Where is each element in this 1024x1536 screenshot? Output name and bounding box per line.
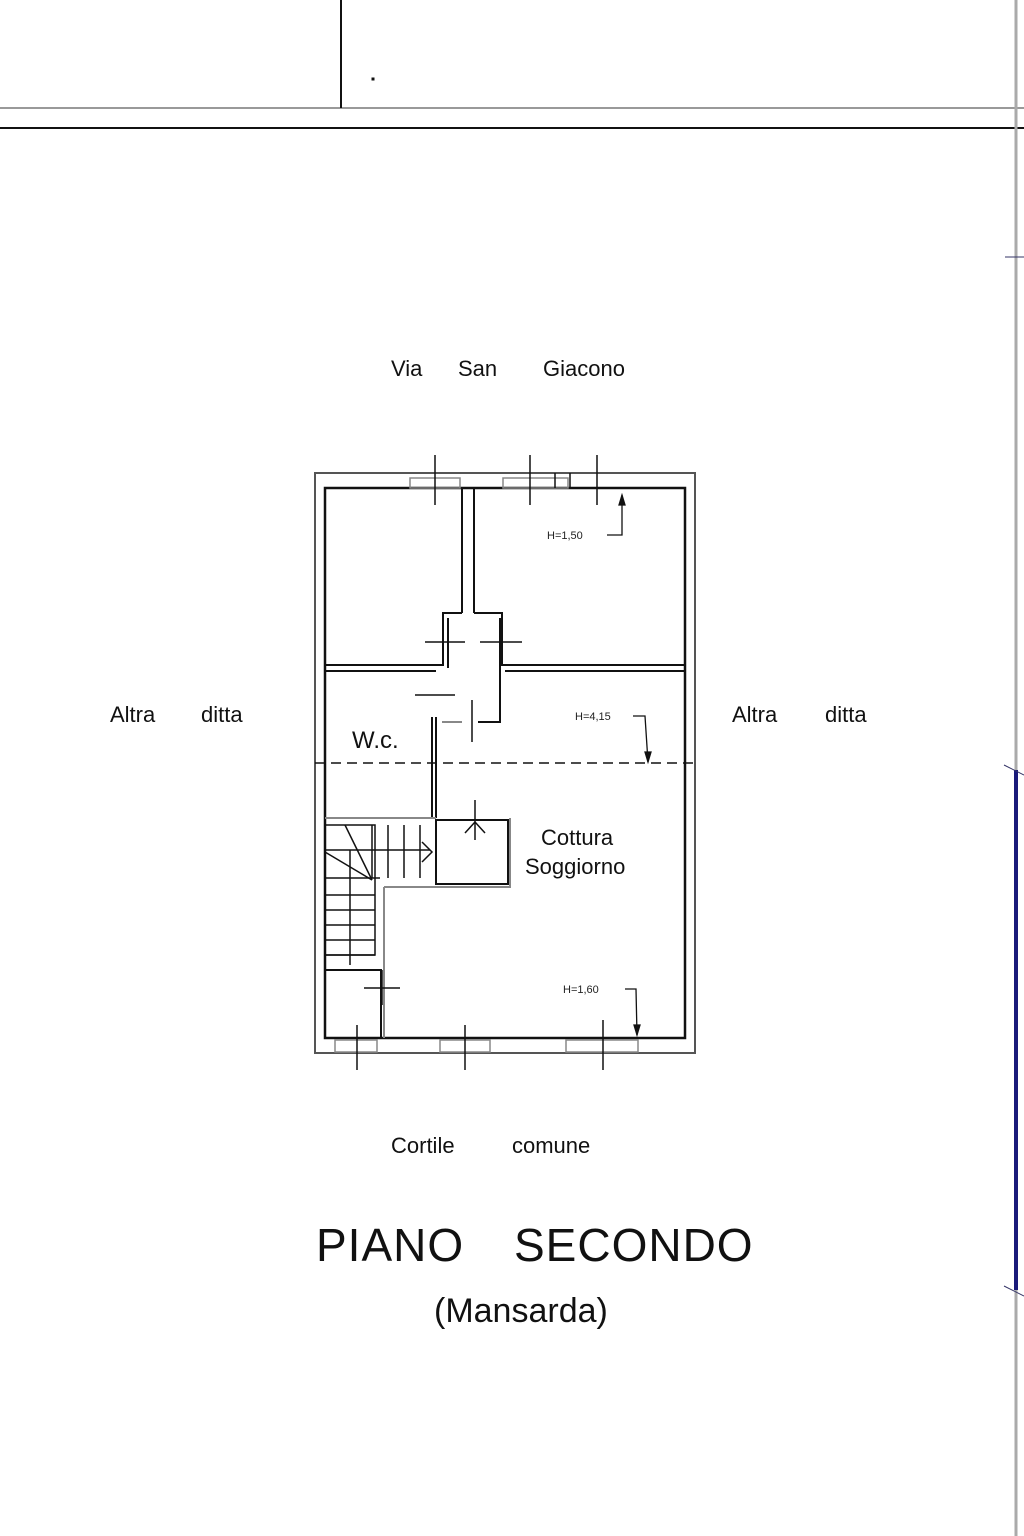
staircase [324, 824, 434, 965]
left-neighbor-label: Altra [110, 702, 156, 727]
room-label-kitchen: Cottura [541, 825, 614, 850]
street-label-word: Via [391, 356, 423, 381]
height-label-top: H=1,50 [547, 530, 583, 542]
room-label-living: Soggiorno [525, 854, 626, 879]
height-label-middle: H=4,15 [575, 711, 611, 723]
right-neighbor-label: Altra [732, 702, 778, 727]
floor-title: SECONDO [514, 1219, 754, 1271]
left-neighbor-label: ditta [201, 702, 243, 727]
courtyard-label: comune [512, 1133, 591, 1158]
room-label-wc: W.c. [352, 727, 399, 754]
height-leaders [607, 492, 652, 1038]
openings [334, 455, 639, 1070]
title-block [0, 0, 1024, 129]
street-label-word: San [458, 356, 498, 381]
street-label-word: Giacono [543, 356, 625, 381]
right-margin-dimension [1003, 0, 1024, 1536]
floor-subtitle: (Mansarda) [434, 1292, 608, 1330]
height-label-bottom: H=1,60 [563, 984, 599, 996]
floor-title: PIANO [316, 1219, 465, 1271]
right-neighbor-label: ditta [825, 702, 867, 727]
courtyard-label: Cortile [391, 1133, 455, 1158]
